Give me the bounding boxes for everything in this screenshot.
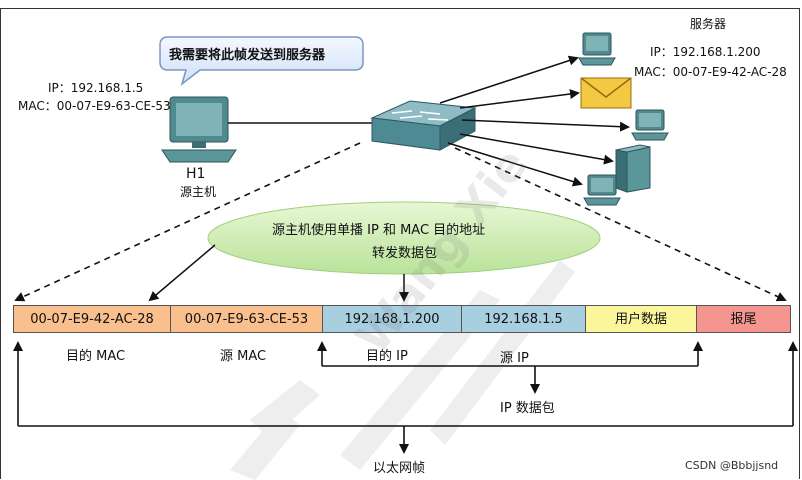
ellipse-note-line2: 转发数据包 [372,246,438,261]
label-src-ip: 源 IP [500,351,529,366]
server-title: 服务器 [690,17,727,31]
tower-server-icon [615,144,651,193]
field-user-data: 用户数据 [585,305,697,333]
speech-bubble-text: 我需要将此帧发送到服务器 [169,48,326,63]
switch-icon [370,100,477,151]
switch-to-devices-arrows [439,55,630,187]
label-src-mac: 源 MAC [220,349,267,364]
dashed-arrow-right [454,147,787,302]
server-ip-label: IP：192.168.1.200 [650,45,761,59]
field-dest-mac: 00-07-E9-42-AC-28 [13,305,171,333]
speech-bubble [159,36,364,87]
ellipse-note-line1: 源主机使用单播 IP 和 MAC 目的地址 [272,223,486,238]
pc-icon [631,109,669,141]
label-ethernet-frame: 以太网帧 [373,461,426,476]
label-dest-ip: 目的 IP [366,349,408,364]
server-pc-icon [578,32,616,66]
server-mac-label: MAC：00-07-E9-42-AC-28 [634,65,787,79]
dashed-arrow-left [14,142,361,302]
host-mac-label: MAC：00-07-E9-63-CE-53 [18,99,171,113]
field-dest-ip: 192.168.1.200 [322,305,462,333]
host-pc-icon [161,96,237,163]
credit-text: CSDN @Bbbjjsnd [685,459,779,472]
host-role-label: 源主机 [180,185,217,199]
field-trailer: 报尾 [696,305,791,333]
field-src-ip: 192.168.1.5 [461,305,586,333]
outer-frame [0,8,800,479]
host-ip-label: IP：192.168.1.5 [48,81,144,95]
ip-packet-bracket [317,341,703,394]
field-src-mac: 00-07-E9-63-CE-53 [170,305,323,333]
envelope-icon [580,77,632,109]
pc-icon [583,174,621,206]
label-dest-mac: 目的 MAC [66,349,126,364]
ellipse-arrows [148,244,409,302]
label-ip-packet: IP 数据包 [500,401,555,416]
ethernet-frame-bracket [13,341,798,454]
host-name-label: H1 [186,166,206,182]
